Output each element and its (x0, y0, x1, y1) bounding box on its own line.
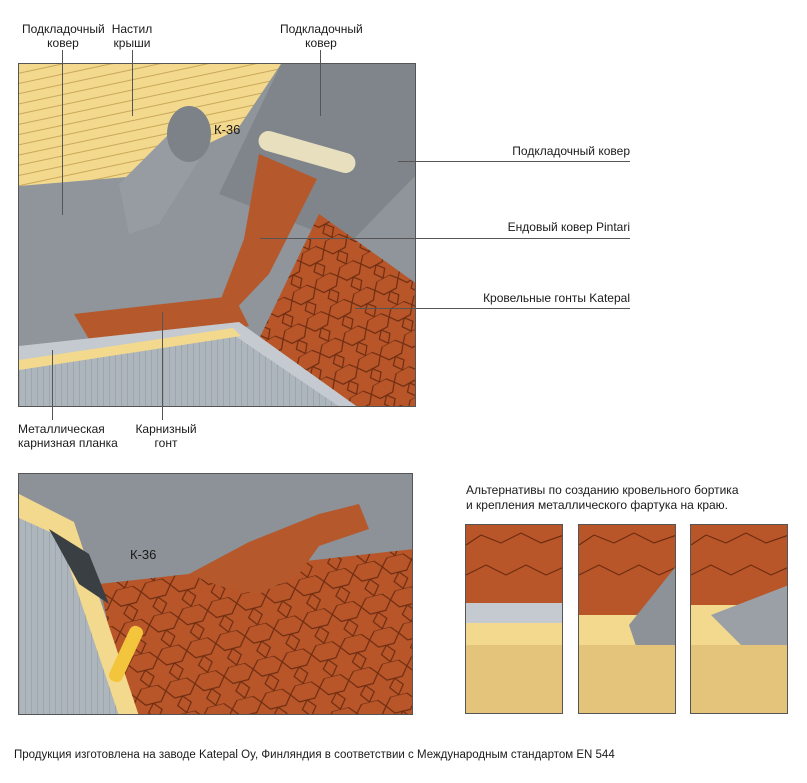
valley-carpet (219, 154, 317, 314)
edge-drawing (19, 474, 412, 714)
leader-line (162, 312, 163, 420)
alternative-2 (578, 524, 676, 714)
label-roof-deck: Настил крыши (111, 22, 153, 50)
leader-line (320, 50, 321, 116)
leader-line (260, 238, 630, 239)
footer-text: Продукция изготовлена на заводе Katepal … (14, 749, 615, 761)
roof-shingles (259, 214, 415, 406)
label-roof-shingles: Кровельные гонты Katepal (483, 291, 630, 305)
leader-line (62, 50, 63, 215)
wall (19, 332, 339, 406)
shingle-sheet (189, 504, 369, 594)
gable-wall (19, 514, 119, 714)
alternative-1 (465, 524, 563, 714)
label-k36-top: К-36 (214, 122, 241, 137)
label-underlay-left: Подкладочный ковер (22, 22, 105, 50)
leader-line (355, 308, 630, 309)
roof-shingles-bottom (99, 549, 412, 714)
label-underlay-top: Подкладочный ковер (280, 22, 363, 50)
valley-installation-illustration (18, 63, 416, 407)
edge-installation-illustration (18, 473, 413, 715)
valley-drawing (19, 64, 415, 406)
label-metal-eave-trim: Металлическая карнизная планка (18, 422, 118, 450)
roof-deck (19, 64, 281, 186)
label-valley-carpet: Ендовый ковер Pintari (507, 220, 630, 234)
adhesive-gun (108, 625, 144, 683)
metal-edge-trim (49, 529, 109, 604)
leader-line (52, 350, 53, 420)
leader-line (398, 161, 630, 162)
alternative-3 (690, 524, 788, 714)
label-eave-shingle: Карнизный гонт (135, 422, 197, 450)
label-k36-bottom: К-36 (130, 547, 157, 562)
roller (258, 130, 356, 174)
fascia-board (19, 494, 139, 714)
alternatives-title: Альтернативы по созданию кровельного бор… (466, 483, 739, 512)
label-underlay-right: Подкладочный ковер (512, 144, 630, 158)
leader-line (132, 50, 133, 116)
